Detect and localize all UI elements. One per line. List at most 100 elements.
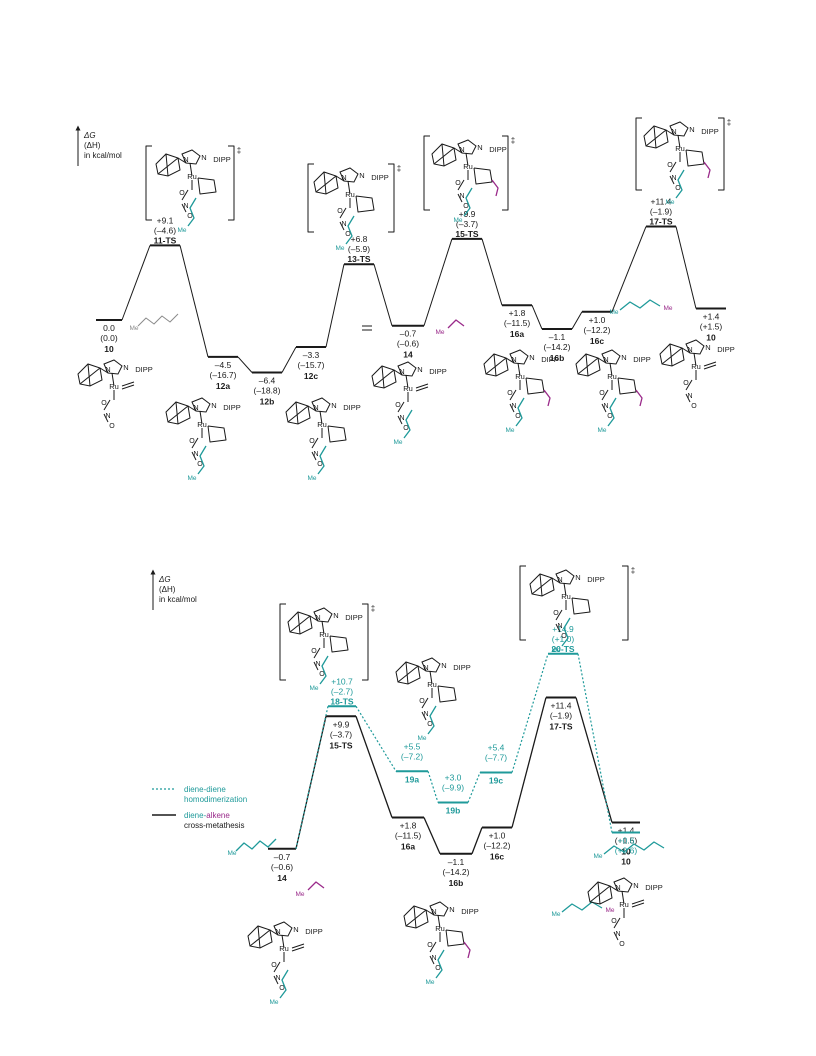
- dh-value: (–2.7): [331, 686, 353, 696]
- dg-value: –3.3: [303, 350, 320, 360]
- atom-o: O: [683, 380, 689, 387]
- legend-solid-label: diene-alkene: [184, 811, 230, 820]
- diene-bond: [561, 617, 571, 647]
- atom-o: O: [189, 438, 195, 445]
- atom-n: N: [123, 363, 128, 372]
- species-id: 16b: [449, 878, 464, 888]
- atom-o: O: [675, 185, 681, 192]
- atom-n: N: [183, 155, 188, 164]
- ts-bracket-left: [279, 603, 286, 681]
- atom-n: N: [315, 613, 320, 622]
- atom-n: N: [193, 451, 198, 458]
- dh-value: (–3.7): [456, 219, 478, 229]
- species-id: 19a: [405, 774, 419, 784]
- species-id: 17-TS: [549, 722, 572, 732]
- atom-o: O: [435, 965, 441, 972]
- diene-bond: [675, 169, 685, 199]
- ts-bracket-right: [502, 135, 509, 211]
- atom-n: N: [615, 931, 620, 938]
- metallacycle-bond: [617, 377, 637, 395]
- axis-label-units: in kcal/mol: [159, 595, 197, 604]
- atom-o: O: [691, 403, 697, 410]
- atom-n: N: [193, 403, 198, 412]
- pathway-connector: [281, 346, 297, 373]
- dipp-label: DIPP: [429, 367, 447, 376]
- dg-value: +1.0: [489, 831, 506, 841]
- methyl-label: Me: [177, 227, 186, 234]
- metallacycle-bond: [525, 377, 545, 395]
- diene-bond: [435, 949, 445, 979]
- atom-ru: Ru: [279, 944, 289, 953]
- dg-value: +9.9: [333, 719, 350, 729]
- atom-ru: Ru: [403, 384, 413, 393]
- adamantyl-nhc-glyph: [77, 359, 123, 423]
- dipp-label: DIPP: [717, 345, 735, 354]
- metallacycle-bond: [445, 929, 465, 947]
- atom-n: N: [399, 415, 404, 422]
- dipp-label: DIPP: [371, 173, 389, 182]
- dg-value: +14.9: [552, 624, 574, 634]
- atom-n: N: [423, 663, 428, 672]
- dg-value: +0.6: [618, 836, 635, 846]
- dipp-label: DIPP: [489, 145, 507, 154]
- ts-double-dagger: ‡: [631, 566, 635, 575]
- pathway-connector: [611, 226, 647, 312]
- methyl-label: Me: [551, 647, 560, 654]
- ts-bracket-right: [718, 117, 725, 191]
- atom-n: N: [331, 401, 336, 410]
- dipp-label: DIPP: [345, 613, 363, 622]
- dh-value: (–7.7): [485, 753, 507, 763]
- methyl-label: Me: [129, 325, 138, 332]
- species-id: 16a: [401, 842, 415, 852]
- species-id: 12c: [304, 371, 318, 381]
- methyl-label: Me: [295, 891, 304, 898]
- atom-ru: Ru: [317, 420, 327, 429]
- dipp-label: DIPP: [645, 883, 663, 892]
- atom-o: O: [395, 402, 401, 409]
- alkylidene-bond: [631, 902, 645, 908]
- methyl-label: Me: [417, 735, 426, 742]
- atom-n: N: [333, 611, 338, 620]
- diene-bond: [279, 969, 289, 999]
- bottom-energy-profile: ΔG(ΔH)in kcal/mol–0.7(–0.6)14+9.9(–3.7)1…: [150, 565, 665, 1006]
- homodimer-product-bond: [603, 841, 665, 855]
- ts-bracket-right: [362, 603, 369, 681]
- species-id: 13-TS: [347, 254, 370, 264]
- dh-value: (–12.2): [484, 841, 511, 851]
- atom-ru: Ru: [515, 372, 525, 381]
- axis-label-dh: (ΔH): [159, 585, 176, 594]
- atom-n: N: [105, 413, 110, 420]
- axis-label-dg: ΔG: [83, 131, 96, 140]
- alkylidene-bond: [415, 386, 429, 392]
- alkene-bond: [635, 389, 643, 407]
- dipp-label: DIPP: [633, 355, 651, 364]
- species-id: 16c: [490, 852, 504, 862]
- ts-double-dagger: ‡: [371, 604, 375, 613]
- dipp-label: DIPP: [453, 663, 471, 672]
- atom-o: O: [455, 180, 461, 187]
- atom-o: O: [109, 423, 115, 430]
- atom-ru: Ru: [427, 680, 437, 689]
- ts-bracket-left: [145, 145, 152, 221]
- diene-reagent-bond: [137, 313, 179, 327]
- atom-o: O: [599, 390, 605, 397]
- atom-n: N: [477, 143, 482, 152]
- alkylidene-bond: [415, 383, 429, 389]
- atom-n: N: [201, 153, 206, 162]
- atom-n: N: [315, 661, 320, 668]
- species-id: 10: [706, 333, 716, 343]
- dh-value: (0.0): [100, 333, 118, 343]
- dh-value: (–11.5): [395, 831, 421, 841]
- atom-o: O: [271, 962, 277, 969]
- atom-n: N: [341, 221, 346, 228]
- homodimerization-path: [511, 653, 549, 773]
- atom-n: N: [529, 353, 534, 362]
- alkene-bond: [463, 941, 471, 959]
- diene-bond: [427, 705, 437, 735]
- atom-n: N: [689, 125, 694, 134]
